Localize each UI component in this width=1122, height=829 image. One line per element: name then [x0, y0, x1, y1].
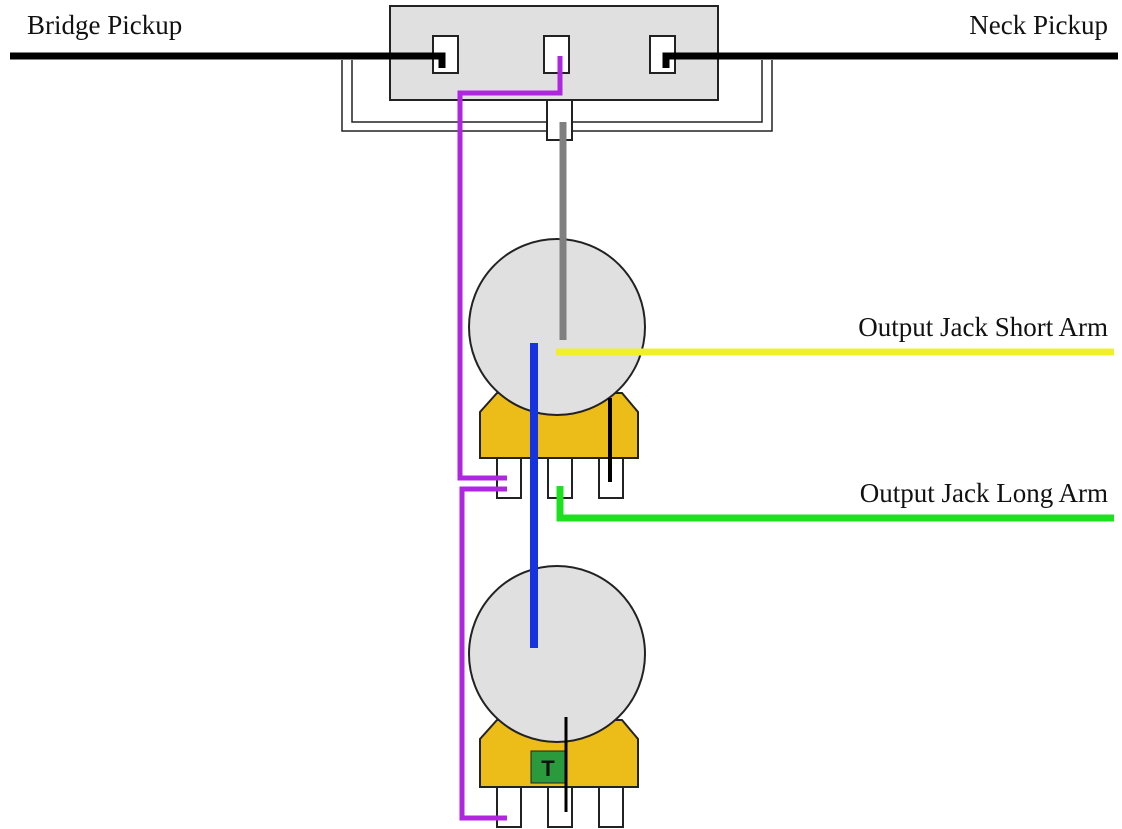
tone-mark-box — [530, 750, 566, 784]
volume-pot — [468, 238, 646, 499]
output-long-wire — [556, 486, 1114, 522]
ground-wire-tone — [459, 486, 507, 821]
output-short-label: Output Jack Short Arm — [858, 312, 1108, 342]
output-long-label: Output Jack Long Arm — [860, 478, 1108, 508]
ground-wire-main — [457, 56, 563, 481]
bridge-pickup-wire — [10, 52, 446, 68]
pickup-wires — [10, 52, 1118, 68]
tone-pot-body — [468, 565, 646, 743]
tone-pot: T — [468, 565, 646, 828]
selector-switch — [341, 5, 773, 141]
volume-pot-body — [468, 238, 646, 416]
connecting-wires — [457, 56, 1114, 821]
tone-pot-lug-left — [496, 786, 522, 828]
tone-pot-lug-center — [547, 786, 573, 828]
switch-lug-center — [543, 35, 570, 74]
labels: Bridge Pickup Neck Pickup Output Jack Sh… — [27, 10, 1108, 508]
bridge-pickup-label: Bridge Pickup — [27, 10, 182, 40]
neck-pickup-label: Neck Pickup — [969, 10, 1108, 40]
neck-pickup-wire — [662, 52, 1118, 68]
volume-pot-casing — [479, 392, 639, 459]
tone-mark-label: T — [541, 756, 555, 781]
tone-pot-lug-right — [598, 786, 624, 828]
